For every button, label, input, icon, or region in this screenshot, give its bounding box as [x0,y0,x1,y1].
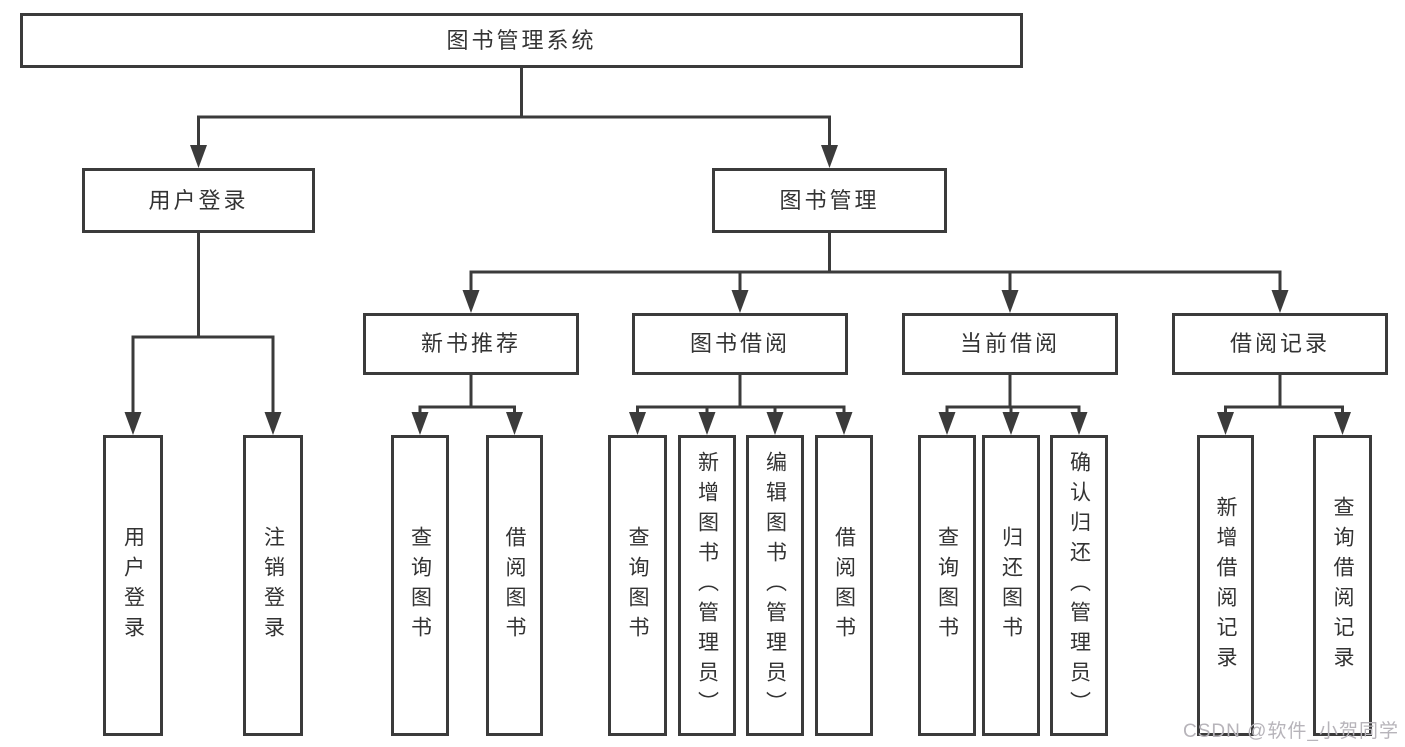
arrowhead-icon [821,145,838,168]
node-leaf-br-add-record: 新增借阅记录 [1197,435,1254,736]
arrowhead-icon [1334,412,1351,435]
arrowhead-icon [731,290,749,313]
node-leaf-logout-login: 注销登录 [243,435,303,736]
node-leaf-cb-return-book: 归还图书 [982,435,1040,736]
node-leaf-bb-add-book: 新增图书（管理员） [678,435,736,736]
node-book-borrow: 图书借阅 [632,313,848,375]
watermark-text: CSDN @软件_小贺同学 [1183,721,1399,742]
node-leaf-cb-confirm: 确认归还（管理员） [1050,435,1108,736]
node-leaf-br-query-record: 查询借阅记录 [1313,435,1372,736]
node-leaf-bb-query-book: 查询图书 [608,435,667,736]
node-leaf-bb-edit-book: 编辑图书（管理员） [746,435,804,736]
node-borrow-record: 借阅记录 [1172,313,1388,375]
arrowhead-icon [1002,412,1020,435]
node-book-management: 图书管理 [712,168,947,233]
arrowhead-icon [190,145,207,168]
arrowhead-icon [411,412,429,435]
arrowhead-icon [1001,290,1019,313]
arrowhead-icon [1271,290,1289,313]
node-leaf-nb-borrow-book: 借阅图书 [486,435,543,736]
node-leaf-bb-borrow-book: 借阅图书 [815,435,873,736]
node-current-borrow: 当前借阅 [902,313,1118,375]
node-new-book-recommend: 新书推荐 [363,313,579,375]
arrowhead-icon [264,412,282,435]
arrowhead-icon [506,412,523,435]
arrowhead-icon [835,412,853,435]
arrowhead-icon [629,412,646,435]
arrowhead-icon [1217,412,1234,435]
arrowhead-icon [1070,412,1088,435]
node-leaf-user-login: 用户登录 [103,435,163,736]
arrowhead-icon [124,412,142,435]
connector-line [131,66,1344,421]
node-leaf-cb-query-book: 查询图书 [918,435,976,736]
arrowhead-icon [462,290,480,313]
arrowhead-icon [938,412,956,435]
arrowhead-icon [698,412,716,435]
node-user-login: 用户登录 [82,168,315,233]
node-leaf-nb-query-book: 查询图书 [391,435,449,736]
node-system-root: 图书管理系统 [20,13,1023,68]
arrowhead-icon [766,412,784,435]
